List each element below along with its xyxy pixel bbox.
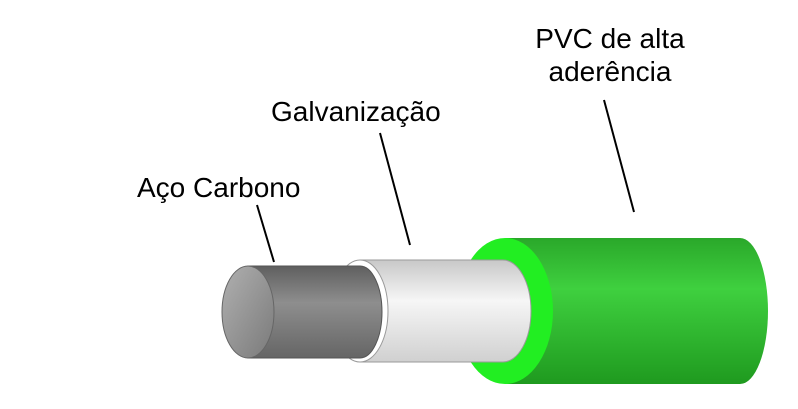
galvanization-body: [359, 259, 532, 363]
pvc-label-line1: PVC de alta: [535, 23, 685, 54]
pvc-body: [505, 238, 768, 384]
steel-core-end-face: [221, 265, 275, 359]
galvanizacao-label: Galvanização: [271, 96, 441, 127]
pvc-label-line2: aderência: [548, 56, 672, 87]
pvc-label: PVC de alta aderência: [505, 22, 715, 88]
steel-core-body: [247, 265, 383, 359]
aco-carbono-leader-line: [256, 204, 275, 263]
pvc-leader-line: [603, 99, 635, 213]
steel-core: [221, 265, 383, 359]
aco-carbono-label: Aço Carbono: [137, 172, 301, 203]
galvanizacao-leader-line: [379, 132, 411, 246]
